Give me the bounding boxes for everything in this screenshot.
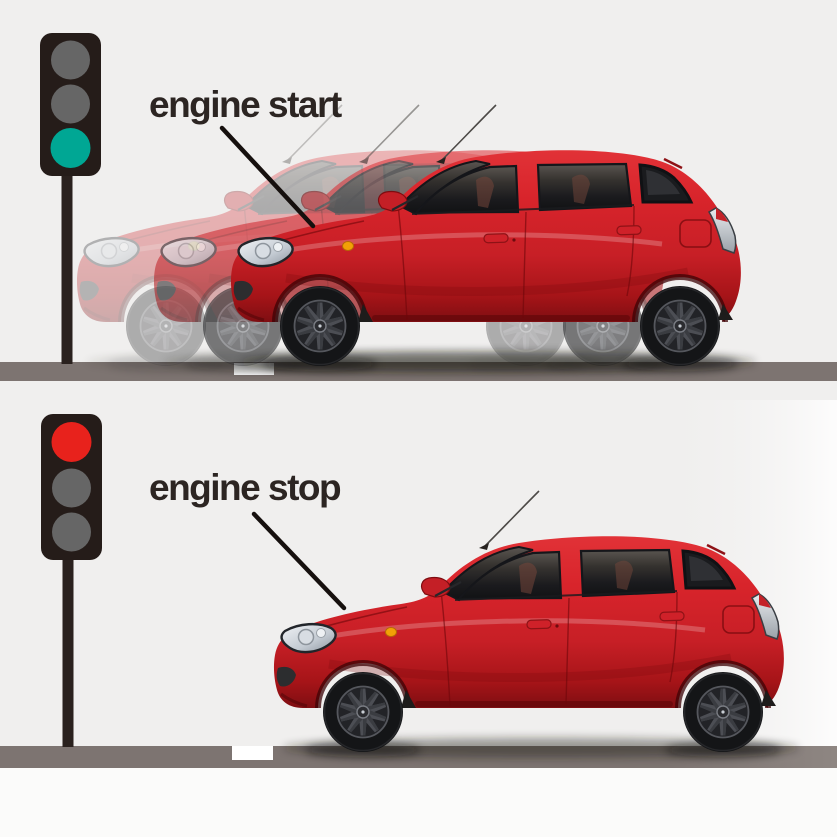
engine-start-label: engine start xyxy=(149,84,342,125)
light-top-off xyxy=(51,40,90,80)
light-top-red xyxy=(51,422,92,462)
light-middle-off xyxy=(51,84,90,124)
light-middle-off xyxy=(52,468,91,508)
leader-line-start xyxy=(219,125,316,229)
panel-engine-stop xyxy=(0,414,837,768)
traffic-light-red-icon xyxy=(41,414,102,747)
engine-stop-label: engine stop xyxy=(149,467,342,508)
stop-line-bottom xyxy=(232,746,273,760)
panel-engine-start xyxy=(0,33,837,381)
traffic-light-pole xyxy=(62,555,74,747)
traffic-light-green-icon xyxy=(40,33,101,364)
light-bottom-off xyxy=(52,512,91,552)
traffic-light-pole xyxy=(61,170,73,364)
below-road-area xyxy=(0,768,837,837)
light-bottom-green xyxy=(50,128,91,168)
leader-line-stop xyxy=(251,511,347,611)
